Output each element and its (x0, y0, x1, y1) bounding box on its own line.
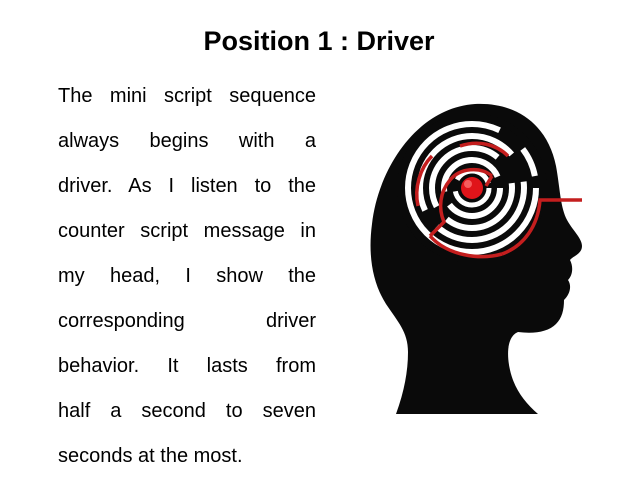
body-line: half a second to seven (58, 400, 316, 422)
body-line: seconds at the most. (58, 445, 243, 467)
maze-path-segment (448, 167, 494, 182)
head-maze-icon (370, 103, 582, 415)
maze-ring (405, 121, 539, 255)
slide-title: Position 1 : Driver (203, 26, 435, 56)
maze-path-segment (459, 141, 510, 158)
maze-center-dot (461, 177, 483, 199)
body-line: always begins with a (58, 130, 316, 152)
maze-path-segment (415, 154, 434, 207)
body-line: driver. As I listen to the (58, 175, 316, 197)
body-line: counter script message in (58, 220, 316, 242)
body-line: behavior. It lasts from (58, 355, 316, 377)
maze-ring (397, 113, 547, 263)
body-paragraph: The mini script sequence always begins w… (58, 80, 316, 485)
maze-path-segment (428, 234, 503, 259)
maze-path-segment (484, 175, 494, 187)
body-line: corresponding driver (58, 310, 316, 332)
head-maze-image (368, 96, 586, 415)
maze-center-highlight (464, 180, 472, 188)
maze-path-segment (428, 178, 452, 238)
maze-path (415, 141, 582, 259)
body-line: The mini script sequence (58, 85, 316, 107)
body-line: my head, I show the (58, 265, 316, 287)
maze-ring (417, 133, 527, 243)
maze-rings (397, 113, 547, 263)
maze-path-segment (501, 198, 582, 256)
maze-ring (429, 145, 515, 231)
